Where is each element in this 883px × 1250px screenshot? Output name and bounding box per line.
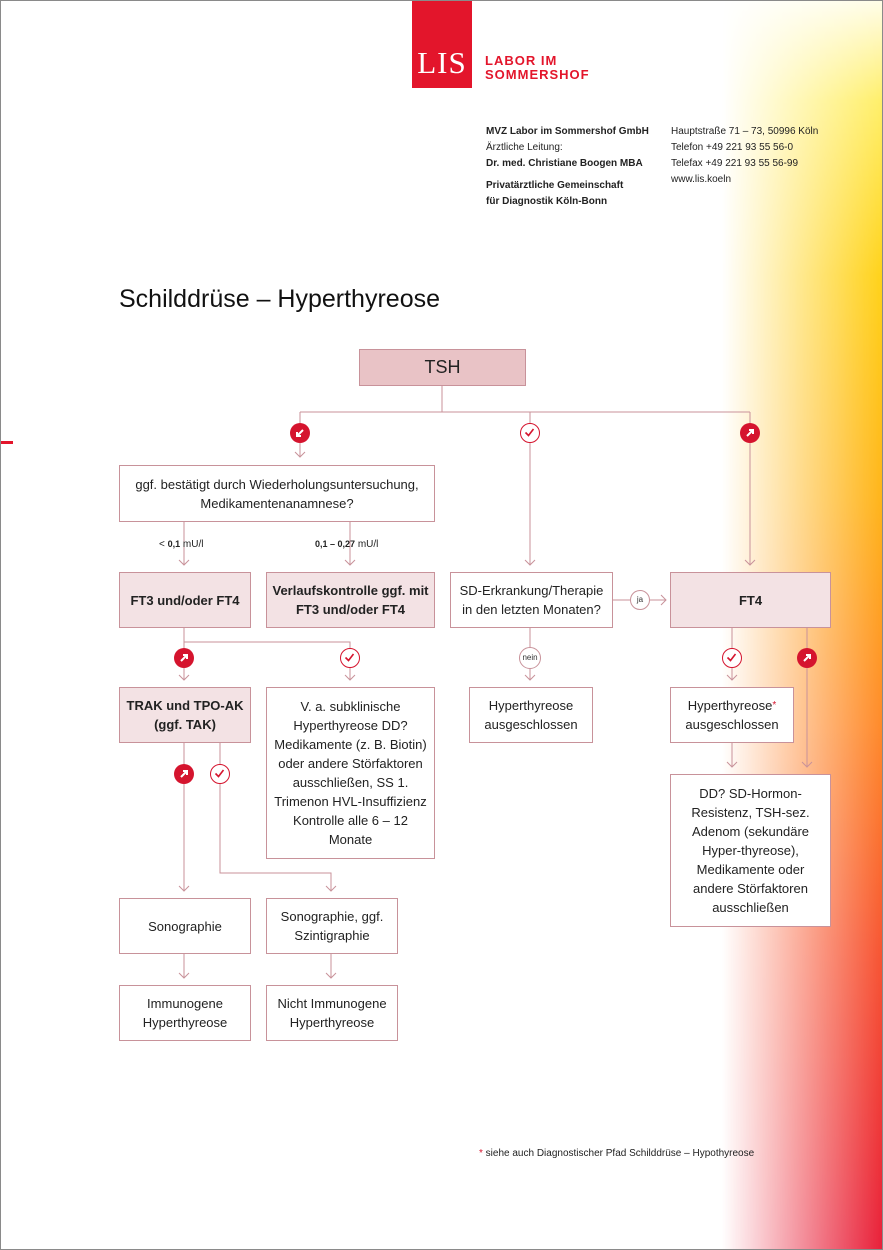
website: www.lis.koeln xyxy=(671,174,732,185)
management-name: Dr. med. Christiane Boogen MBA xyxy=(486,158,643,169)
node-subklinisch: V. a. subklinische Hyperthyreose DD? Med… xyxy=(266,687,435,859)
brand-name: LABOR IM SOMMERSHOF xyxy=(485,54,590,82)
node-nicht-immunogene: Nicht Immunogene Hyperthyreose xyxy=(266,985,398,1041)
check-icon xyxy=(340,648,360,668)
check-icon xyxy=(722,648,742,668)
footnote-text: siehe auch Diagnostischer Pfad Schilddrü… xyxy=(482,1148,755,1159)
node-sd-erkrankung: SD-Erkrankung/Therapie in den letzten Mo… xyxy=(450,572,613,628)
node-sonographie: Sonographie xyxy=(119,898,251,954)
no-tag: nein xyxy=(519,647,541,669)
brand-line-1: LABOR IM xyxy=(485,53,558,68)
address-block-left: MVZ Labor im Sommershof GmbH Ärztliche L… xyxy=(486,124,649,210)
fax: Telefax +49 221 93 55 56-99 xyxy=(671,158,799,169)
management-label: Ärztliche Leitung: xyxy=(486,142,563,153)
address-block-right: Hauptstraße 71 – 73, 50996 Köln Telefon … xyxy=(671,124,818,188)
node-trak: TRAK und TPO-AK (ggf. TAK) xyxy=(119,687,251,743)
node-sonographie-szintigraphie: Sonographie, ggf. Szintigraphie xyxy=(266,898,398,954)
footnote: * siehe auch Diagnostischer Pfad Schildd… xyxy=(479,1148,754,1159)
footnote-star: * xyxy=(772,700,777,711)
node-verlaufskontrolle: Verlaufskontrolle ggf. mit FT3 und/oder … xyxy=(266,572,435,628)
yes-tag: ja xyxy=(630,590,650,610)
arrow-down-left-icon xyxy=(290,423,310,443)
logo: LIS xyxy=(412,1,472,88)
check-icon xyxy=(520,423,540,443)
node-text-line1: Hyperthyreose xyxy=(687,698,773,713)
node-hyperthyreose-ausgeschlossen-right: Hyperthyreose* ausgeschlossen xyxy=(670,687,794,743)
arrow-up-right-icon xyxy=(174,648,194,668)
logo-text: LIS xyxy=(417,45,467,80)
arrow-up-right-icon xyxy=(797,648,817,668)
arrow-up-right-icon xyxy=(174,764,194,784)
node-dd: DD? SD-Hormon-Resistenz, TSH-sez. Adenom… xyxy=(670,774,831,927)
partnership-line-1: Privatärztliche Gemeinschaft xyxy=(486,180,624,191)
node-text-line2: ausgeschlossen xyxy=(685,717,779,732)
node-tsh: TSH xyxy=(359,349,526,386)
footnote-star: * xyxy=(479,1148,483,1159)
label-below-0-1: < 0,1 mU/l xyxy=(159,539,204,550)
node-ft3-ft4: FT3 und/oder FT4 xyxy=(119,572,251,628)
node-confirm: ggf. bestätigt durch Wiederholungsunters… xyxy=(119,465,435,522)
node-immunogene: Immunogene Hyperthyreose xyxy=(119,985,251,1041)
arrow-up-right-icon xyxy=(740,423,760,443)
partnership-line-2: für Diagnostik Köln-Bonn xyxy=(486,196,608,207)
street-address: Hauptstraße 71 – 73, 50996 Köln xyxy=(671,126,819,137)
side-mark xyxy=(1,441,13,444)
label-range: 0,1 – 0,27 mU/l xyxy=(315,539,379,550)
company-name: MVZ Labor im Sommershof GmbH xyxy=(486,126,649,137)
node-ft4: FT4 xyxy=(670,572,831,628)
check-icon xyxy=(210,764,230,784)
page-title: Schilddrüse – Hyperthyreose xyxy=(119,285,440,313)
phone: Telefon +49 221 93 55 56-0 xyxy=(671,142,794,153)
node-hyperthyreose-ausgeschlossen-mid: Hyperthyreose ausgeschlossen xyxy=(469,687,593,743)
brand-line-2: SOMMERSHOF xyxy=(485,67,590,82)
